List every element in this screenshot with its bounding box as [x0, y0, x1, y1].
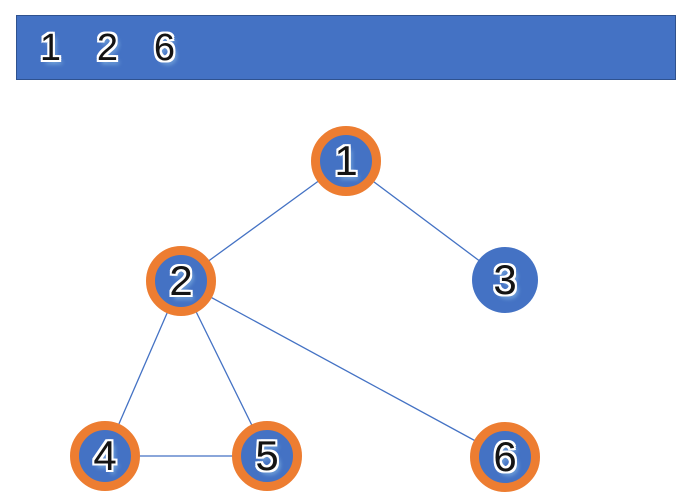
node-label: 6 [493, 433, 517, 480]
node-label: 1 [334, 137, 358, 184]
visited-order-banner: 1 2 6 [16, 15, 676, 80]
visited-order-item: 2 [96, 26, 119, 69]
node-label: 2 [169, 257, 193, 304]
graph-node-2: 2 [146, 246, 216, 316]
graph-edge-2-6 [180, 280, 506, 458]
visited-order-item: 1 [39, 26, 62, 69]
graph-node-5: 5 [232, 421, 302, 491]
visited-order-item: 6 [153, 26, 176, 69]
node-label: 4 [93, 432, 117, 479]
graph-node-4: 4 [70, 421, 140, 491]
node-label: 5 [255, 432, 279, 479]
graph-node-3: 3 [472, 247, 538, 313]
graph-node-6: 6 [470, 422, 540, 492]
node-label: 3 [493, 256, 517, 303]
graph-node-1: 1 [311, 126, 381, 196]
